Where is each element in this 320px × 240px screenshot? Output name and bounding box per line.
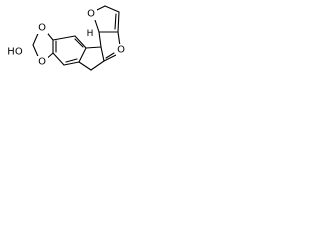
junction-hydrogen-label: H (87, 29, 94, 39)
hydroxy-label: HO (7, 47, 23, 58)
furan-oxygen-label: O (87, 9, 95, 20)
chemical-structure-diagram: HO O O O O H (3, 5, 127, 71)
atom-labels: HO O O O O H (3, 8, 127, 68)
pyran-oxygen-label: O (117, 45, 125, 56)
dioxole-oxygen-upper-label: O (38, 23, 46, 34)
dioxole-oxygen-lower-label: O (38, 57, 46, 68)
